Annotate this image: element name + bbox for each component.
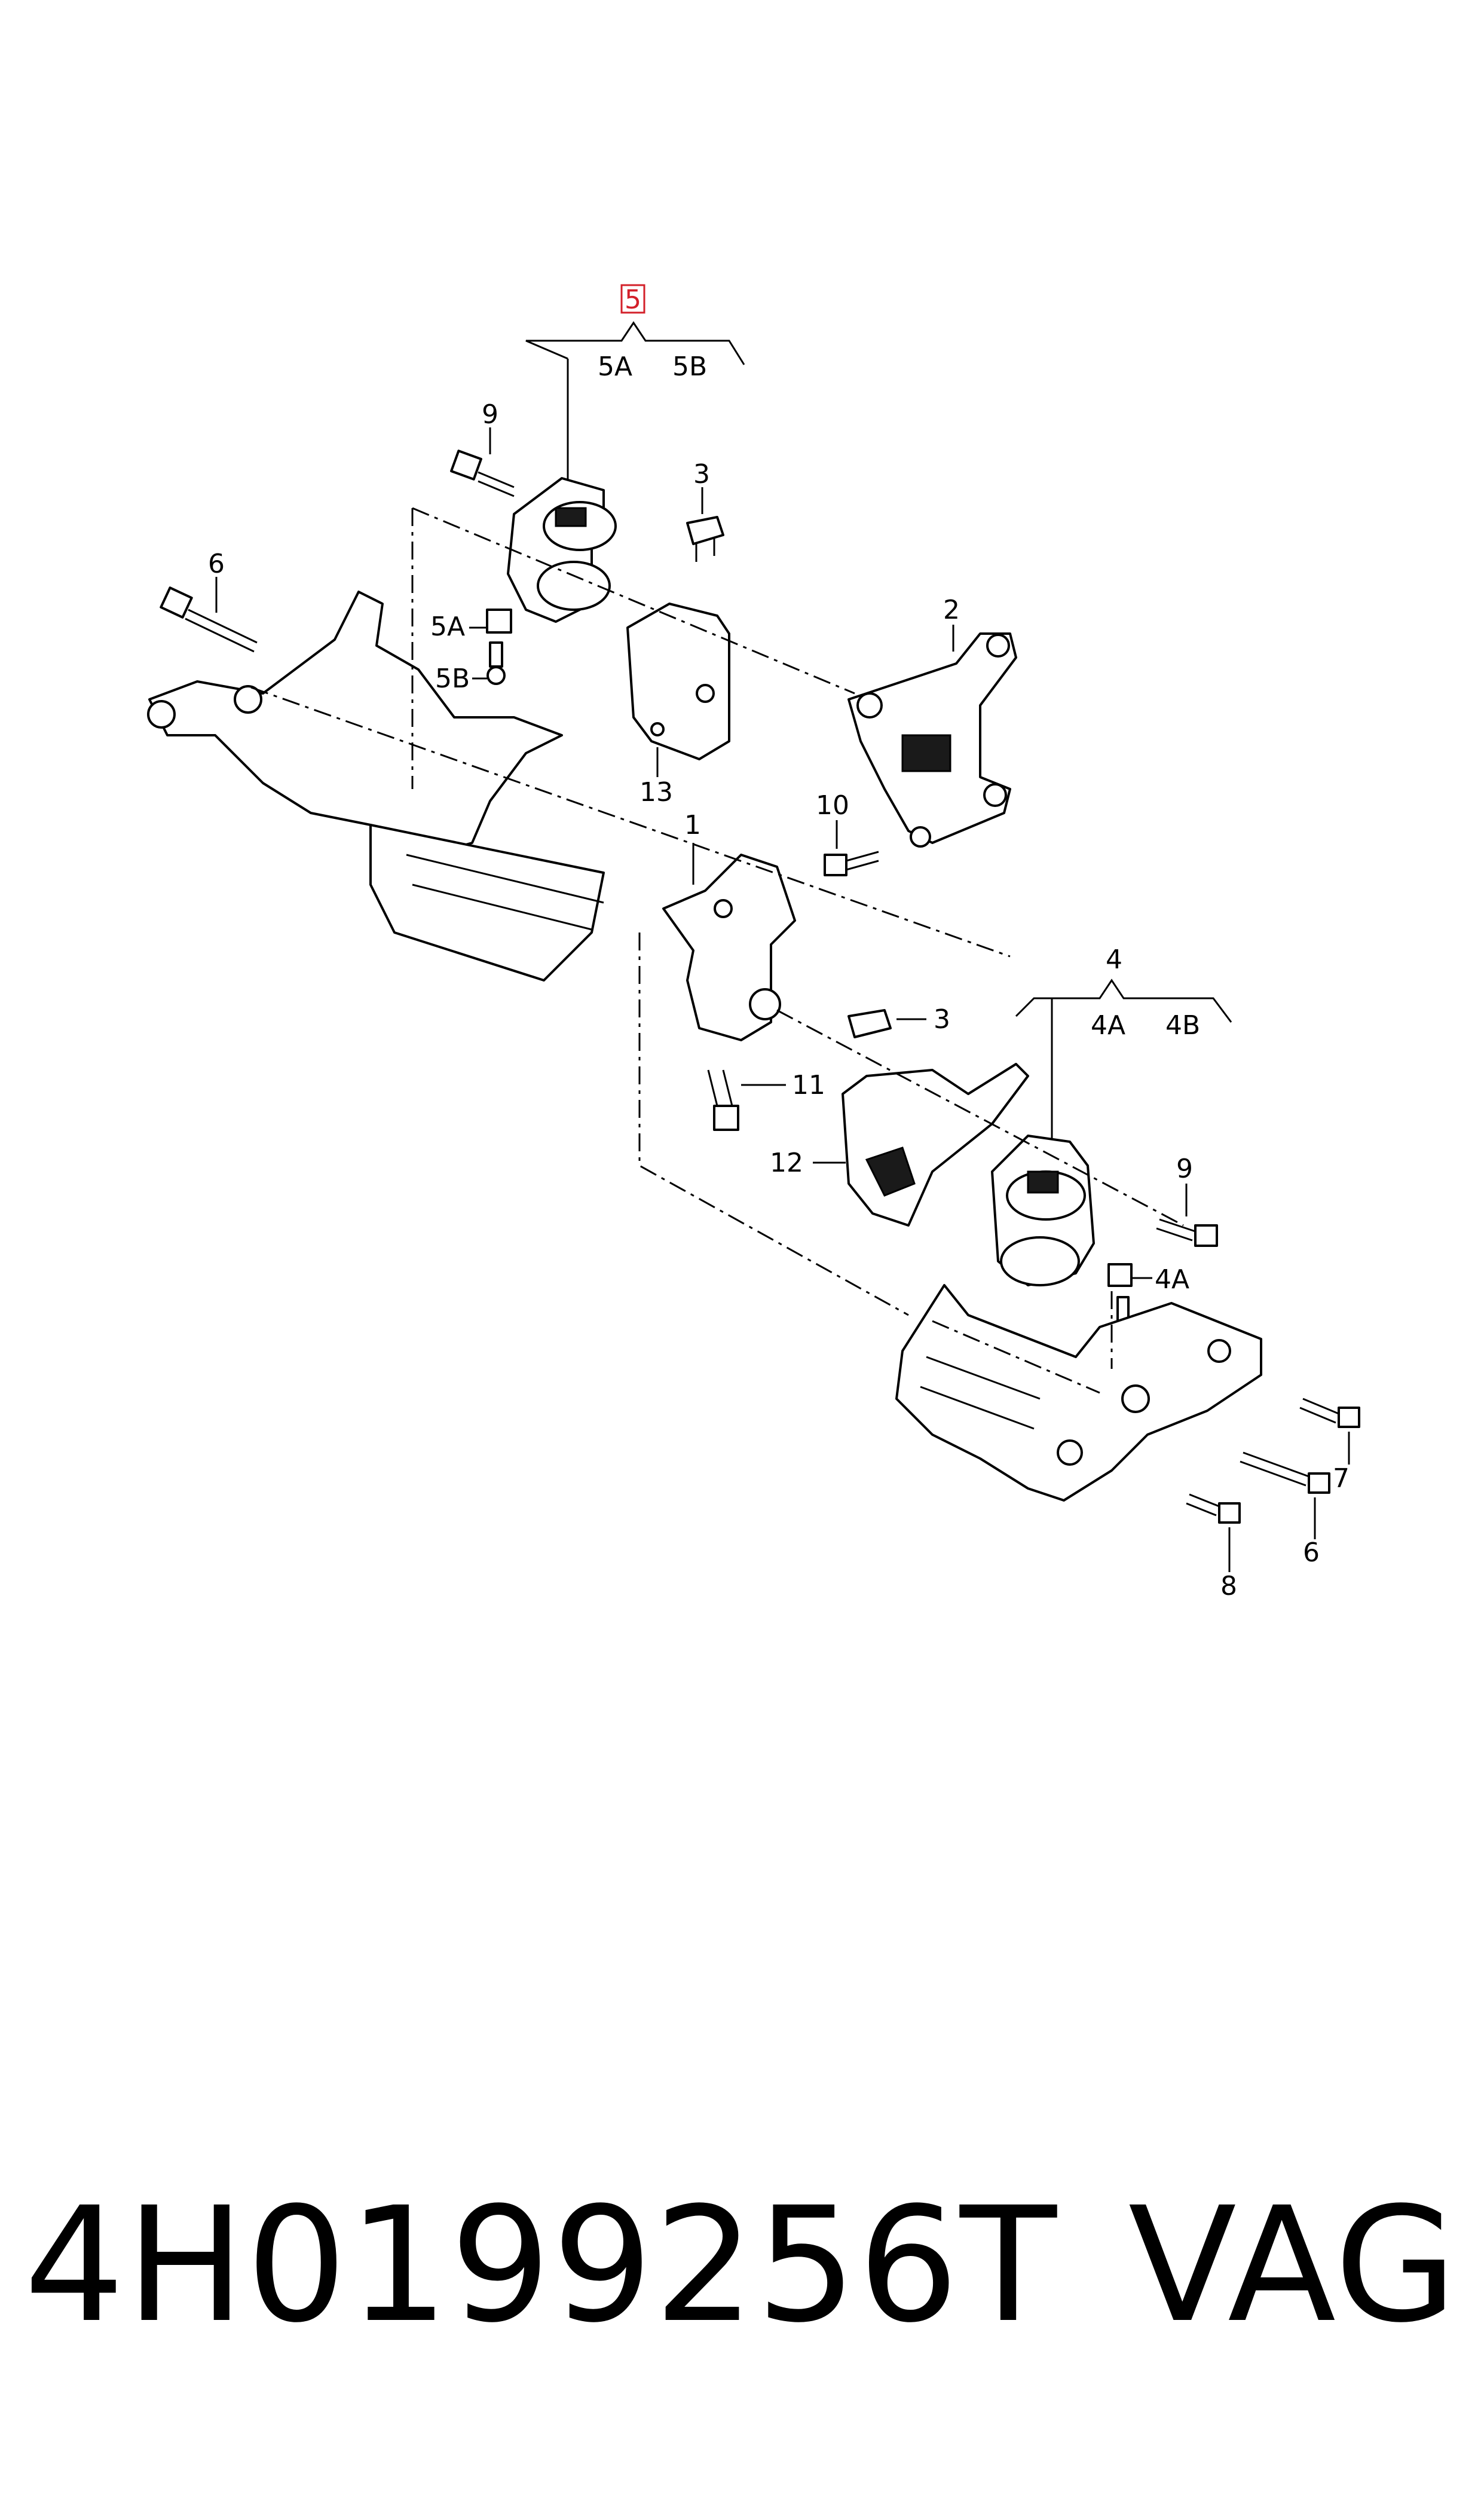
callout-4[interactable]: 4 [1106, 944, 1122, 975]
engine-mount-upper [507, 477, 617, 623]
bolt-8 [1186, 1493, 1241, 1524]
buffer-cap-3-top [686, 516, 724, 562]
footer: 4H0199256T VAG [24, 2176, 1458, 2355]
brand-name: VAG [1128, 2173, 1458, 2358]
callout-13[interactable]: 13 [640, 777, 673, 808]
subframe-left [147, 591, 605, 982]
callout-12[interactable]: 12 [770, 1148, 803, 1178]
callout-8[interactable]: 8 [1220, 1571, 1237, 1601]
callout-3-top[interactable]: 3 [693, 459, 710, 490]
callout-6-right[interactable]: 6 [1303, 1537, 1320, 1568]
exploded-parts-diagram: 5 5A 5B 9 3 13 5A 5B [147, 284, 1360, 1601]
mount-bracket-1 [662, 854, 796, 1041]
callout-9-right[interactable]: 9 [1176, 1154, 1193, 1184]
bolt-11 [707, 1069, 739, 1131]
callout-1[interactable]: 1 [684, 810, 701, 840]
bolt-9-top [450, 450, 515, 497]
callout-5-highlight-box [620, 284, 645, 314]
callout-3-mid[interactable]: 3 [934, 1004, 950, 1035]
callout-4a-side[interactable]: 4A [1155, 1264, 1189, 1295]
bolt-9-right [1156, 1218, 1218, 1247]
bolt-6-left [160, 586, 258, 653]
bolt-10 [824, 851, 879, 876]
callout-10[interactable]: 10 [816, 790, 849, 821]
callout-2[interactable]: 2 [943, 595, 960, 625]
callout-5-group[interactable]: 5 5A 5B [525, 284, 745, 490]
bolt-7 [1299, 1398, 1360, 1428]
buffer-cap-3-mid [847, 1009, 892, 1038]
callout-9-top[interactable]: 9 [482, 399, 498, 430]
bracket-12 [842, 1063, 1029, 1227]
bolt-6-right [1240, 1451, 1330, 1494]
callout-11[interactable]: 11 [792, 1070, 825, 1100]
engine-mount-lower [991, 1135, 1095, 1286]
callout-5b-side[interactable]: 5B [435, 664, 470, 694]
mount-bracket-2 [847, 632, 1017, 848]
callout-4b[interactable]: 4B [1165, 1010, 1200, 1041]
callout-7[interactable]: 7 [1333, 1463, 1350, 1494]
part-5a-5b-small [486, 609, 512, 685]
callout-4a[interactable]: 4A [1091, 1010, 1125, 1041]
callout-5a[interactable]: 5A [598, 351, 632, 382]
part-number: 4H0199256T [24, 2173, 1058, 2358]
callout-5a-side[interactable]: 5A [430, 612, 465, 642]
subframe-right [895, 1284, 1262, 1502]
callout-5b[interactable]: 5B [672, 351, 707, 382]
callout-5[interactable]: 5 [625, 285, 641, 315]
alignment-lines [250, 507, 1184, 1394]
callout-4-group[interactable]: 4 4A 4B [1015, 944, 1232, 1166]
callout-6-left[interactable]: 6 [208, 549, 225, 579]
bracket-13 [626, 603, 730, 760]
